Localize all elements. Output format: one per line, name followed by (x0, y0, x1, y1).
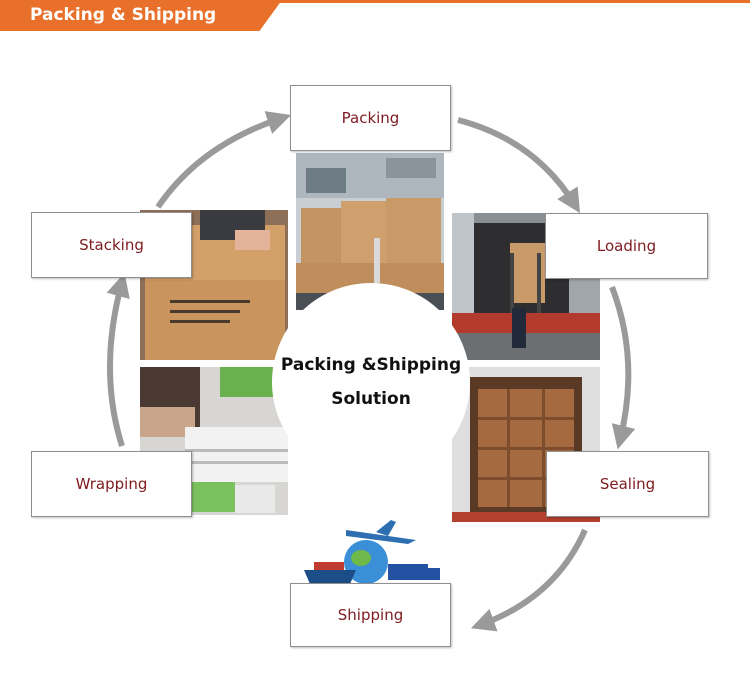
arrow-sealing-to-shipping (480, 530, 585, 625)
stage-stacking-label: Stacking (79, 236, 144, 254)
stage-shipping: Shipping (290, 583, 451, 647)
stage-sealing: Sealing (546, 451, 709, 517)
center-title-line2: Solution (331, 382, 411, 416)
stage-wrapping: Wrapping (31, 451, 192, 517)
arrow-packing-to-loading (458, 120, 575, 205)
stage-packing: Packing (290, 85, 451, 151)
stage-stacking: Stacking (31, 212, 192, 278)
stage-wrapping-label: Wrapping (76, 475, 148, 493)
stage-shipping-label: Shipping (338, 606, 403, 624)
center-solution-circle: Packing &Shipping Solution (272, 283, 470, 481)
center-title-line1: Packing &Shipping (281, 348, 461, 382)
arrow-stacking-to-packing (158, 118, 282, 207)
arrow-wrapping-to-stacking (110, 282, 122, 446)
stage-loading-label: Loading (597, 237, 656, 255)
arrow-loading-to-sealing (612, 287, 628, 440)
stage-packing-label: Packing (342, 109, 400, 127)
stage-sealing-label: Sealing (600, 475, 655, 493)
stage-loading: Loading (545, 213, 708, 279)
